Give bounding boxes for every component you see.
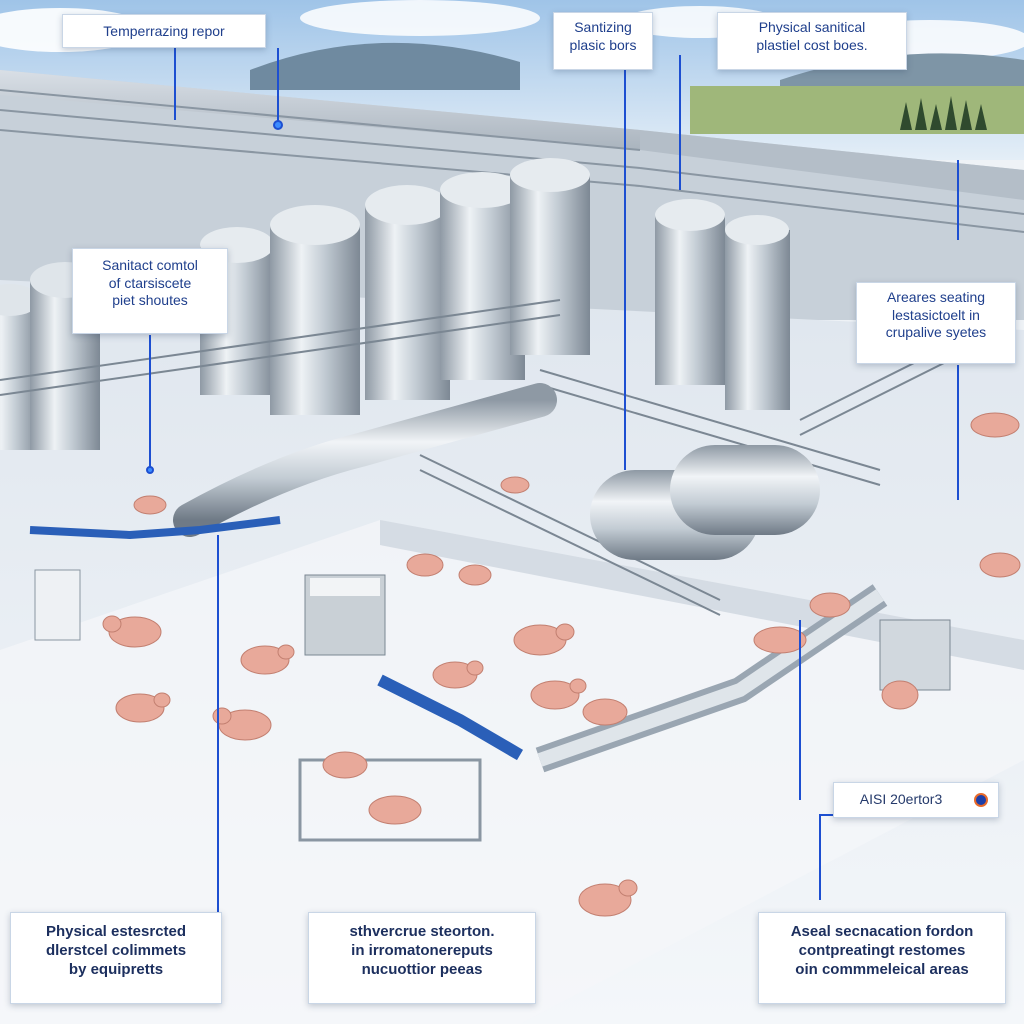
holding-pen: [298, 758, 482, 842]
aisi-badge: AISI 20ertor3: [833, 782, 999, 818]
callout-text: Sanitact comtol: [102, 257, 198, 273]
callout-seating-areas: Areares seating lestasictoelt in crupali…: [856, 282, 1016, 364]
callout-sanitary-control: Sanitact comtol of ctarsiscete piet shou…: [72, 248, 228, 334]
status-dot-icon: [974, 793, 988, 807]
callout-sanitizing-boxes: Santizing plasic bors: [553, 12, 653, 70]
main-duct: [173, 383, 557, 537]
callout-text: in irromatonereputs: [351, 941, 493, 959]
callout-physical-containments: Physical estesrcted dlerstcel colimmets …: [10, 912, 222, 1004]
callout-temperature-report: Temperrazing repor: [62, 14, 266, 48]
callout-text: nucuottior peeas: [361, 960, 483, 978]
badge-text: AISI 20ertor3: [859, 791, 943, 807]
callout-text: sthvercrue steorton.: [349, 923, 495, 940]
callout-text: of ctarsiscete: [108, 274, 192, 291]
callout-text: Aseal secnacation fordon: [790, 923, 974, 940]
callout-text: lestasictoelt in: [892, 306, 980, 323]
pigs: [102, 412, 1021, 917]
callout-structure-separation: sthvercrue steorton. in irromatonereputs…: [308, 912, 536, 1004]
conveyor-icon: [29, 516, 888, 773]
callout-text: Temperrazing repor: [103, 23, 225, 39]
control-cabinet: [879, 619, 951, 691]
leader-lines: [146, 48, 959, 912]
callout-physical-sanitation: Physical sanitical plastiel cost boes.: [717, 12, 907, 70]
tree-line: [900, 96, 987, 130]
horizontal-tanks: [590, 445, 820, 560]
callout-text: plastiel cost boes.: [756, 36, 868, 53]
callout-text: contpreatingt restomes: [798, 941, 966, 959]
callout-text: piet shoutes: [112, 292, 188, 308]
callout-text: Physical estesrcted: [45, 923, 187, 940]
callout-text: by equipretts: [68, 960, 164, 978]
field: [690, 86, 1024, 134]
hills: [250, 42, 520, 90]
callout-text: oin commmeleical areas: [795, 960, 969, 978]
catwalk-railings: [0, 299, 981, 616]
callout-text: dlerstcel colimmets: [45, 941, 187, 959]
pig-icon: [102, 615, 162, 648]
callout-text: Physical sanitical: [758, 19, 866, 35]
control-panel: [34, 569, 81, 641]
callout-commercial-areas: Aseal secnacation fordon contpreatingt r…: [758, 912, 1006, 1004]
callout-text: plasic bors: [569, 36, 637, 53]
callout-text: Areares seating: [886, 289, 986, 305]
callout-text: Santizing: [574, 19, 632, 35]
callout-text: crupalive syetes: [885, 324, 987, 340]
